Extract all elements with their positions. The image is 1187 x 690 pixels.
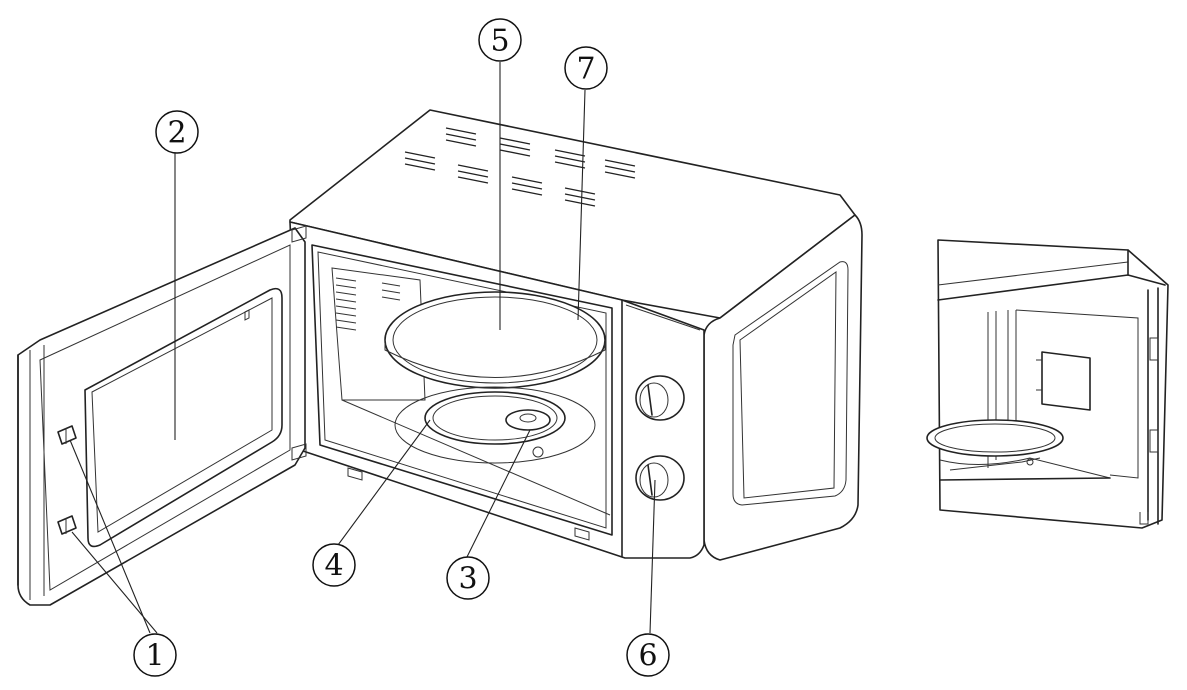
callout-6: 6 [626, 633, 670, 677]
callout-3-label: 3 [458, 562, 477, 597]
callout-2-label: 2 [167, 116, 186, 151]
open-door [17, 225, 307, 606]
glass-tray [384, 291, 606, 389]
callout-7-label: 7 [576, 52, 595, 87]
door-latch-lower [57, 515, 77, 535]
door-latch-upper [57, 425, 77, 445]
callout-4: 4 [312, 543, 356, 587]
roller-ring [394, 386, 596, 464]
inset-cavity-view [926, 239, 1169, 529]
top-vents [404, 127, 636, 207]
callout-5: 5 [478, 18, 522, 62]
callout-1-label: 1 [145, 639, 164, 674]
timer-knob [635, 375, 685, 421]
callout-5-label: 5 [490, 24, 509, 59]
power-knob [635, 455, 685, 501]
callout-6-label: 6 [638, 639, 657, 674]
callout-1: 1 [133, 633, 177, 677]
turntable-shaft [505, 409, 551, 458]
callout-3: 3 [446, 556, 490, 600]
leader-lines [69, 62, 656, 634]
callout-7: 7 [564, 46, 608, 90]
callout-2: 2 [155, 110, 199, 154]
callout-4-label: 4 [324, 549, 343, 584]
